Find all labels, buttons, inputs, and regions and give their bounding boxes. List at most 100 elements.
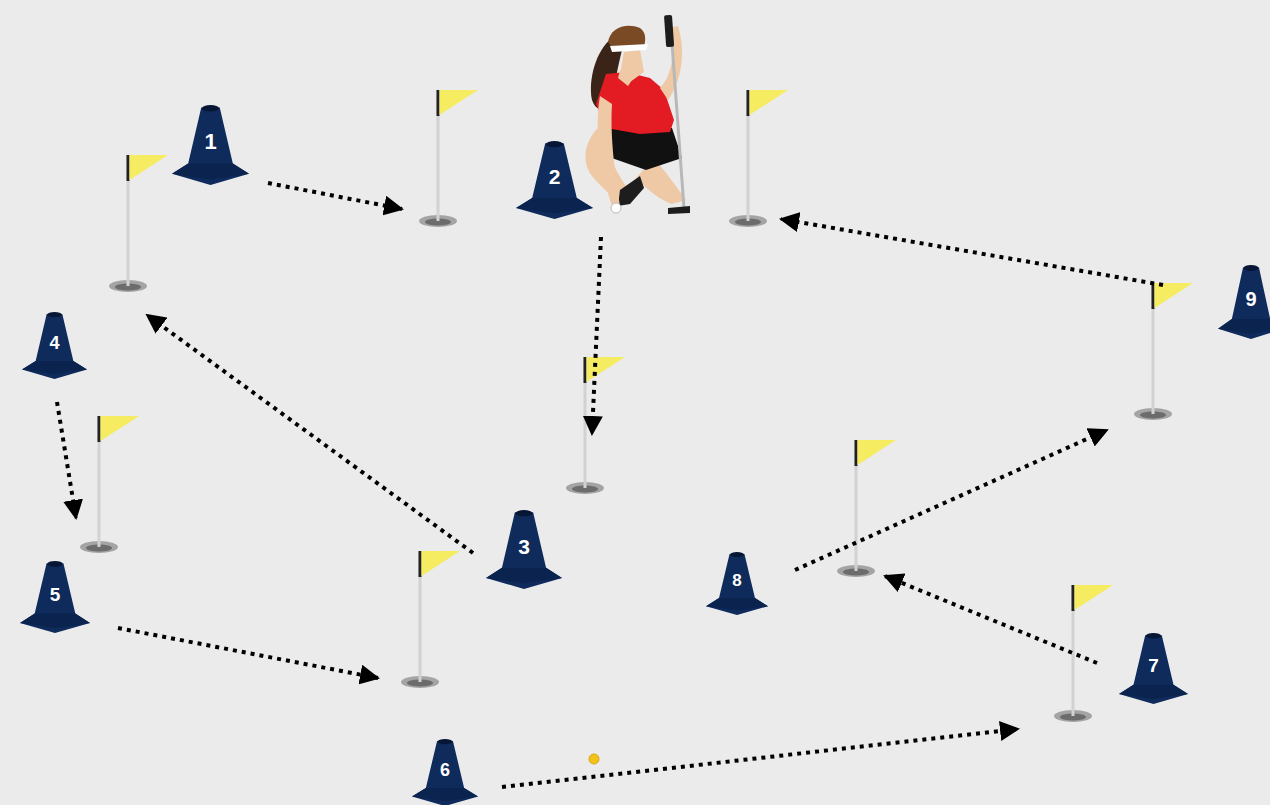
putt-arrow bbox=[57, 402, 76, 518]
cone-body bbox=[22, 314, 87, 379]
putt-arrow bbox=[795, 430, 1107, 570]
flag-hole bbox=[419, 90, 478, 227]
numbered-cone: 9 bbox=[1218, 265, 1270, 339]
golfer-cap-band bbox=[610, 44, 648, 52]
cone-top-hole bbox=[438, 739, 453, 744]
flag-pole bbox=[437, 90, 440, 221]
flag-pole bbox=[1072, 585, 1075, 716]
numbered-cone: 7 bbox=[1119, 633, 1188, 704]
flag-pole-top bbox=[127, 155, 130, 181]
flag bbox=[440, 90, 479, 115]
flag-pole bbox=[747, 90, 750, 221]
flag-hole bbox=[401, 551, 460, 688]
cone-base bbox=[172, 163, 249, 179]
cone-body bbox=[516, 143, 593, 219]
numbered-cone: 2 bbox=[516, 141, 593, 219]
putter-head bbox=[668, 206, 690, 214]
cone-shape bbox=[1218, 265, 1270, 339]
putt-arrow bbox=[118, 628, 378, 678]
cone-top-hole bbox=[47, 312, 61, 317]
flag bbox=[858, 440, 897, 465]
cone-top-hole bbox=[516, 510, 533, 516]
flag-hole bbox=[109, 155, 168, 292]
flag-pole bbox=[1152, 283, 1155, 414]
cone-top-hole bbox=[1146, 633, 1161, 639]
flag-hole bbox=[729, 90, 788, 227]
cone-body bbox=[1218, 267, 1270, 339]
flag bbox=[1075, 585, 1114, 610]
cone-body bbox=[706, 554, 768, 615]
cone-number: 2 bbox=[516, 166, 593, 187]
cone-base bbox=[1218, 319, 1270, 334]
flag-pole-top bbox=[98, 416, 101, 442]
golfer-ball bbox=[611, 203, 621, 213]
numbered-cone: 4 bbox=[22, 312, 87, 379]
flag bbox=[101, 416, 140, 441]
flag-pole-top bbox=[855, 440, 858, 466]
golfer-arm bbox=[598, 96, 620, 206]
putter-grip bbox=[664, 15, 674, 47]
flag-pole bbox=[127, 155, 130, 286]
flag-pole-top bbox=[584, 357, 587, 383]
flag-pole-top bbox=[1072, 585, 1075, 611]
putt-arrow bbox=[502, 729, 1018, 787]
flag bbox=[1155, 283, 1194, 308]
cone-body bbox=[20, 563, 90, 633]
cone-base bbox=[516, 198, 593, 214]
cone-body bbox=[172, 107, 249, 185]
golfer-neck bbox=[618, 70, 632, 86]
flag-pole-top bbox=[1152, 283, 1155, 309]
golfer-shoe bbox=[618, 176, 644, 206]
flag-hole bbox=[566, 357, 625, 494]
golfer-figure bbox=[585, 15, 690, 214]
cone-base bbox=[412, 788, 478, 801]
cone-number: 9 bbox=[1218, 289, 1270, 309]
cone-base bbox=[22, 361, 87, 374]
numbered-cone: 3 bbox=[486, 510, 562, 589]
numbered-cone: 8 bbox=[706, 552, 768, 615]
cone-base bbox=[486, 568, 562, 584]
flag bbox=[750, 90, 789, 115]
numbered-cone: 1 bbox=[172, 105, 249, 185]
flag-hole bbox=[1054, 585, 1113, 722]
cone-body bbox=[412, 741, 478, 805]
cone-top-hole bbox=[1244, 265, 1259, 271]
flag-pole-top bbox=[437, 90, 440, 116]
cone-base bbox=[1119, 685, 1188, 699]
flag-hole bbox=[1134, 283, 1193, 420]
flag-pole bbox=[419, 551, 422, 682]
flag-pole bbox=[855, 440, 858, 571]
flag bbox=[587, 357, 626, 382]
cone-number: 6 bbox=[412, 761, 478, 779]
cone-number: 5 bbox=[20, 585, 90, 604]
cone-base bbox=[706, 598, 768, 611]
putt-arrow bbox=[592, 237, 601, 434]
cone-base bbox=[20, 614, 90, 628]
flag-pole-top bbox=[747, 90, 750, 116]
putt-arrow bbox=[781, 219, 1163, 285]
cone-top-hole bbox=[730, 552, 744, 557]
flag bbox=[130, 155, 169, 180]
flag-pole bbox=[584, 357, 587, 488]
numbered-cone: 6 bbox=[412, 739, 478, 805]
cone-top-hole bbox=[47, 561, 62, 567]
cone-number: 3 bbox=[486, 536, 562, 557]
putt-arrows bbox=[57, 183, 1163, 787]
flag-pole bbox=[98, 416, 101, 547]
golf-ball bbox=[589, 754, 599, 764]
putt-arrow bbox=[885, 576, 1097, 663]
cone-number: 1 bbox=[172, 131, 249, 153]
flag-hole bbox=[80, 416, 139, 553]
flag-hole bbox=[837, 440, 896, 577]
cone-body bbox=[486, 512, 562, 589]
flag bbox=[422, 551, 461, 576]
putt-arrow bbox=[268, 183, 402, 209]
cone-body bbox=[1119, 635, 1188, 704]
cone-number: 7 bbox=[1119, 656, 1188, 675]
numbered-cone: 5 bbox=[20, 561, 90, 633]
putt-arrow bbox=[147, 315, 473, 553]
cone-number: 4 bbox=[22, 334, 87, 352]
cone-top-hole bbox=[546, 141, 563, 147]
